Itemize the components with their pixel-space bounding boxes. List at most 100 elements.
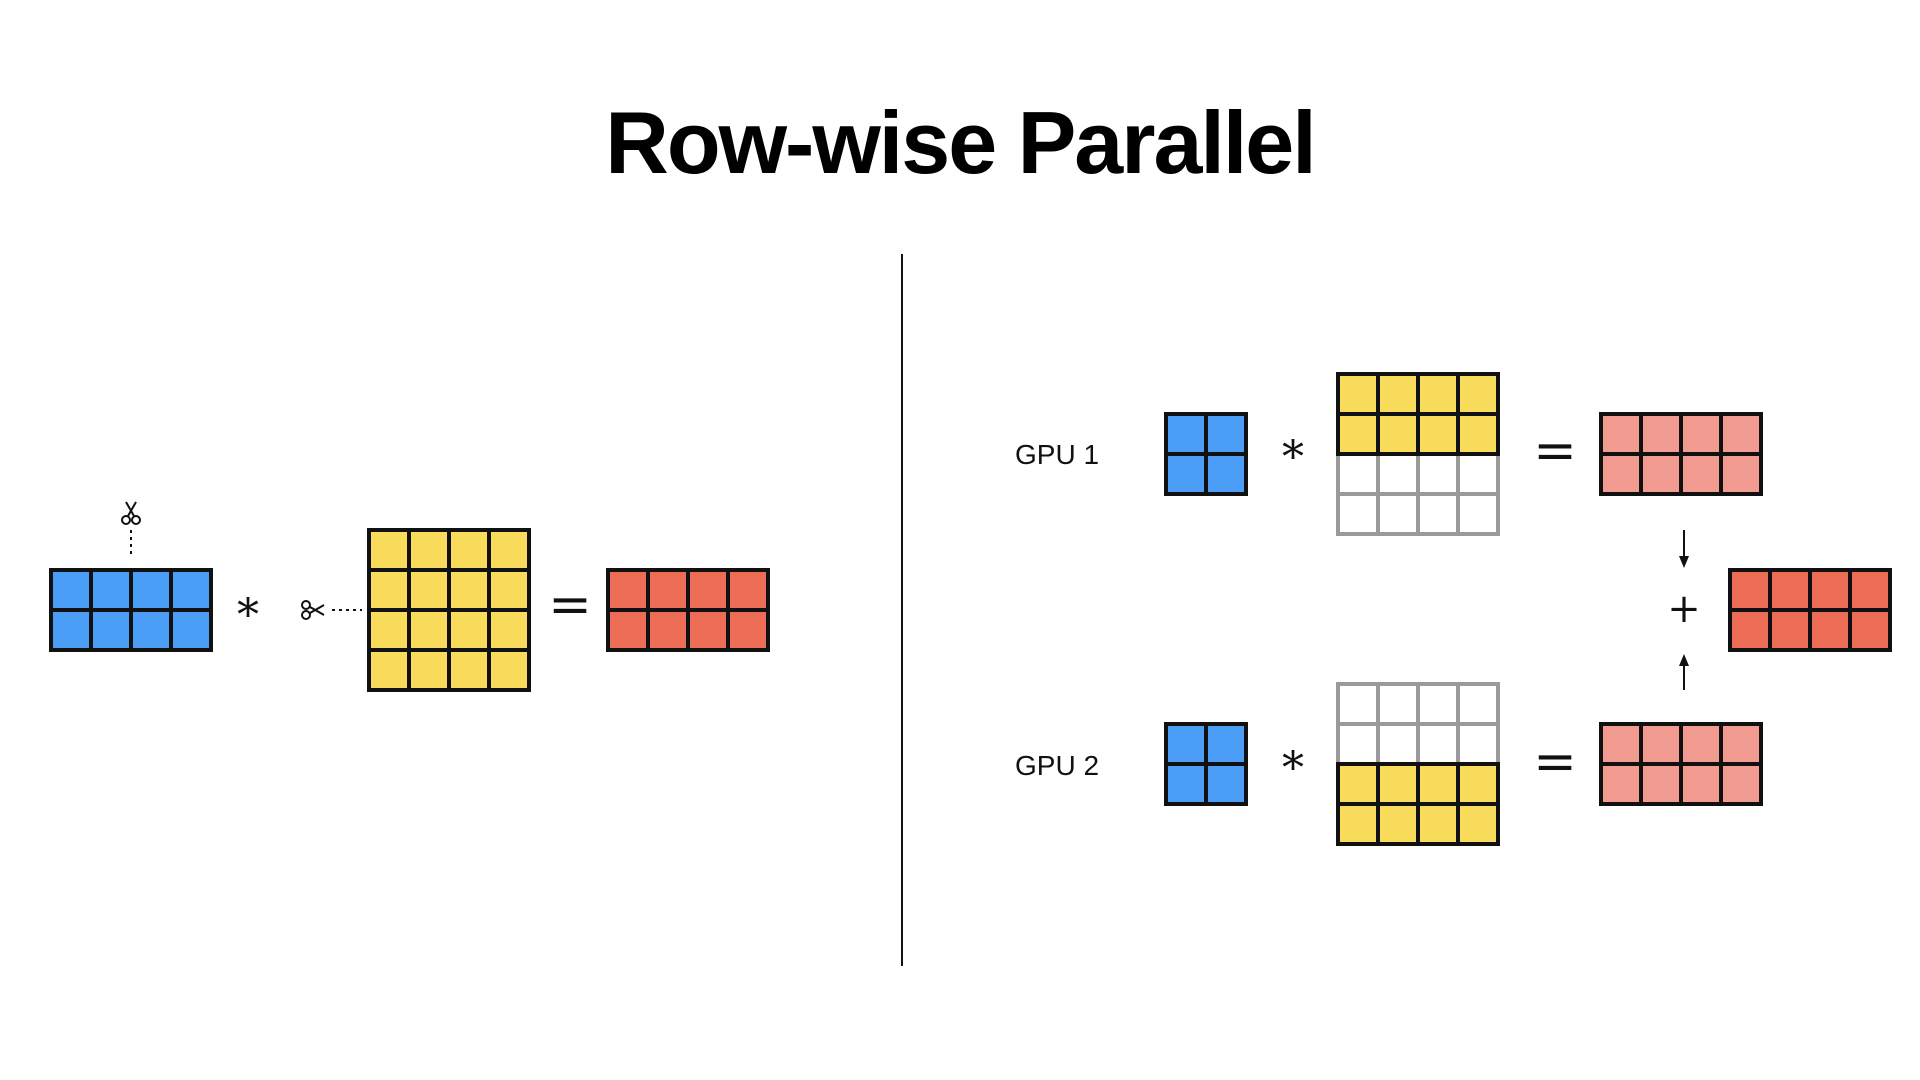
matrix-cell (89, 568, 133, 612)
matrix-cell (1728, 568, 1772, 612)
matrix-cell (686, 608, 730, 652)
matrix-cell (1376, 762, 1420, 806)
matrix-cell (1719, 412, 1763, 456)
matrix-cell (1336, 452, 1380, 496)
matrix-cell (726, 568, 770, 612)
gpu-2-input-matrix (1164, 722, 1248, 806)
matrix-cell (1456, 412, 1500, 456)
gpu-1-input-matrix (1164, 412, 1248, 496)
gpu-1-equals-operator: = (1533, 421, 1577, 481)
matrix-cell (1719, 452, 1763, 496)
gpu-1-weight-matrix (1336, 372, 1500, 536)
matrix-cell (1376, 722, 1420, 766)
matrix-cell (606, 568, 650, 612)
page-title: Row-wise Parallel (605, 93, 1316, 192)
matrix-cell (1679, 452, 1723, 496)
matrix-cell (447, 608, 491, 652)
matrix-cell (1336, 372, 1380, 416)
matrix-cell (1456, 762, 1500, 806)
matrix-cell (1416, 372, 1460, 416)
matrix-cell (1848, 568, 1892, 612)
left-weight-matrix (367, 528, 531, 692)
matrix-cell (1164, 762, 1208, 806)
matrix-cell (49, 608, 93, 652)
matrix-cell (1336, 682, 1380, 726)
matrix-cell (367, 608, 411, 652)
matrix-cell (1599, 762, 1643, 806)
scissors-icon (121, 501, 141, 525)
matrix-cell (1336, 412, 1380, 456)
matrix-cell (1164, 452, 1208, 496)
matrix-cell (1456, 492, 1500, 536)
matrix-cell (1599, 722, 1643, 766)
matrix-cell (1768, 568, 1812, 612)
matrix-cell (1204, 452, 1248, 496)
matrix-cell (1679, 412, 1723, 456)
matrix-cell (49, 568, 93, 612)
equals-operator: = (548, 575, 592, 635)
down-arrow (1679, 530, 1689, 568)
matrix-cell (447, 568, 491, 612)
multiply-operator: * (237, 590, 259, 641)
matrix-cell (726, 608, 770, 652)
matrix-cell (407, 568, 451, 612)
matrix-cell (1416, 492, 1460, 536)
matrix-cell (487, 648, 531, 692)
matrix-cell (1336, 492, 1380, 536)
matrix-cell (129, 568, 173, 612)
matrix-cell (407, 648, 451, 692)
matrix-cell (169, 608, 213, 652)
matrix-cell (686, 568, 730, 612)
up-arrow (1679, 654, 1689, 690)
matrix-cell (367, 528, 411, 572)
gpu-2-partial-output-matrix (1599, 722, 1763, 806)
matrix-cell (1376, 802, 1420, 846)
gpu-1-label: GPU 1 (1015, 439, 1099, 470)
matrix-cell (646, 608, 690, 652)
matrix-cell (367, 648, 411, 692)
matrix-cell (1808, 608, 1852, 652)
matrix-cell (1376, 682, 1420, 726)
matrix-cell (447, 648, 491, 692)
matrix-cell (1456, 802, 1500, 846)
gpu-2-multiply-operator: * (1282, 743, 1304, 794)
matrix-cell (367, 568, 411, 612)
matrix-cell (1599, 412, 1643, 456)
matrix-cell (1376, 372, 1420, 416)
gpu-1-partial-output-matrix (1599, 412, 1763, 496)
plus-operator: + (1667, 586, 1701, 632)
scissors-icon (301, 600, 325, 620)
matrix-cell (1416, 682, 1460, 726)
matrix-cell (1456, 452, 1500, 496)
column-cut-marker (121, 501, 141, 558)
matrix-cell (1416, 762, 1460, 806)
matrix-cell (487, 568, 531, 612)
matrix-cell (606, 608, 650, 652)
matrix-cell (1456, 722, 1500, 766)
matrix-cell (1376, 452, 1420, 496)
matrix-cell (1336, 762, 1380, 806)
matrix-cell (1679, 722, 1723, 766)
matrix-cell (1719, 722, 1763, 766)
matrix-cell (1336, 802, 1380, 846)
matrix-cell (1639, 452, 1683, 496)
matrix-cell (1204, 722, 1248, 766)
matrix-cell (1639, 412, 1683, 456)
matrix-cell (1204, 762, 1248, 806)
matrix-cell (1376, 492, 1420, 536)
left-output-matrix (606, 568, 770, 652)
matrix-cell (1164, 412, 1208, 456)
matrix-cell (1808, 568, 1852, 612)
matrix-cell (169, 568, 213, 612)
matrix-cell (1164, 722, 1208, 766)
row-cut-marker (301, 600, 362, 620)
matrix-cell (407, 608, 451, 652)
gpu-2-equals-operator: = (1533, 732, 1577, 792)
matrix-cell (1416, 412, 1460, 456)
matrix-cell (89, 608, 133, 652)
matrix-cell (1639, 762, 1683, 806)
reduced-output-matrix (1728, 568, 1892, 652)
matrix-cell (1768, 608, 1812, 652)
matrix-cell (1416, 452, 1460, 496)
matrix-cell (1679, 762, 1723, 806)
